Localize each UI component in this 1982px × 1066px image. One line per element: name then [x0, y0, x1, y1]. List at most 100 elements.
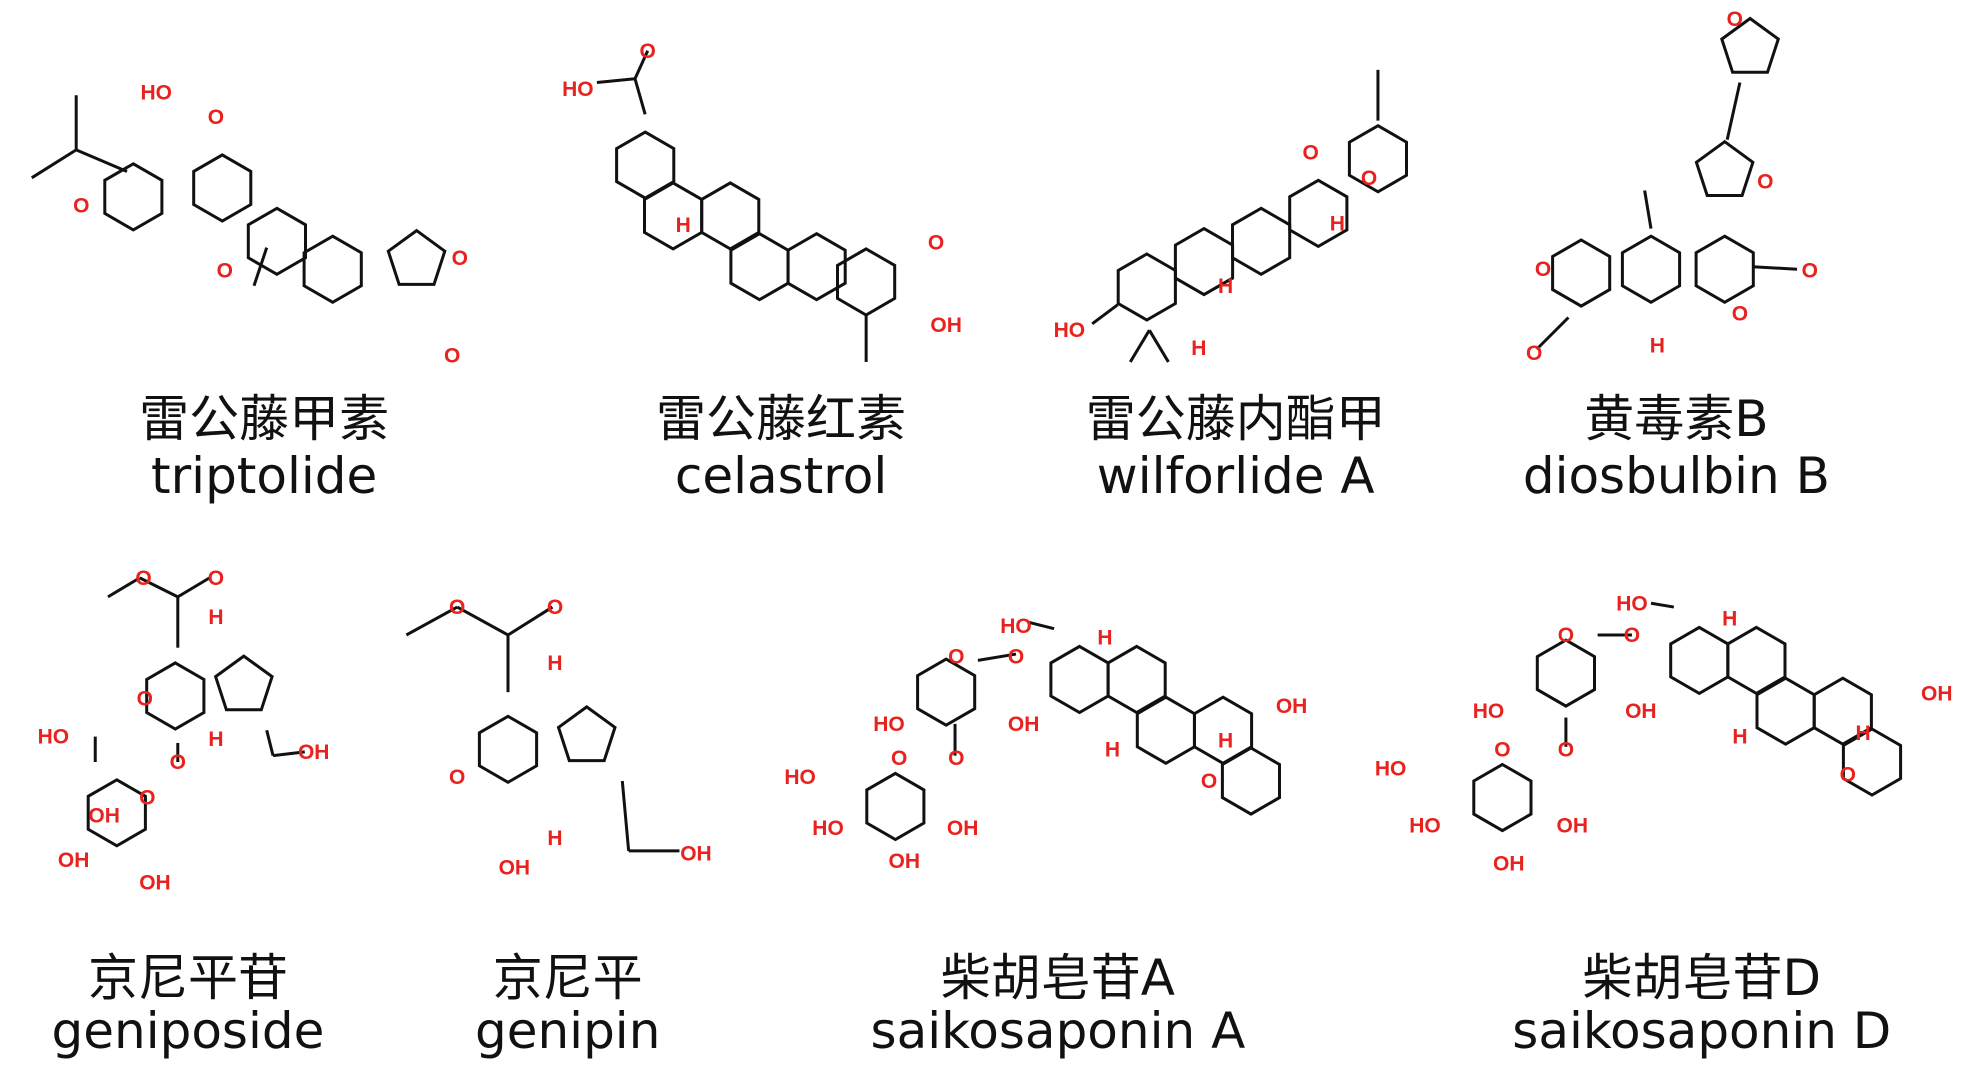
atom-label: OH: [139, 872, 171, 895]
bond-line: [252, 247, 269, 287]
atom-label: O: [891, 747, 907, 770]
atom-label: O: [444, 345, 460, 368]
atom-label: H: [547, 652, 562, 675]
ring-bond: [1116, 252, 1177, 322]
atom-label: OH: [1557, 815, 1589, 838]
atom-label: OH: [1008, 713, 1040, 736]
compound-name-chinese: 雷公藤甲素: [139, 390, 390, 449]
atom-label: HO: [1000, 615, 1032, 638]
compound-name-chinese: 柴胡皂苷D: [1582, 948, 1822, 1007]
ring-bond: [145, 661, 206, 731]
compound-name-english: celastrol: [674, 447, 888, 506]
pentagon-ring-bond: [1694, 139, 1755, 197]
atom-label: O: [449, 596, 465, 619]
atom-label: OH: [680, 842, 712, 865]
bond-line: [272, 750, 305, 758]
compound-name-english: saikosaponin A: [870, 1002, 1246, 1061]
atom-label: O: [139, 787, 155, 810]
atom-label: O: [1558, 624, 1574, 647]
ring-bond: [1755, 676, 1816, 746]
bond-line: [1650, 601, 1675, 609]
atom-label: HO: [562, 78, 594, 101]
bond-line: [977, 652, 1017, 662]
atom-label: O: [928, 232, 944, 255]
ring-bond: [477, 714, 539, 785]
atom-label: HO: [1054, 319, 1086, 342]
atom-label: O: [1201, 770, 1217, 793]
compound-name-english: saikosaponin D: [1512, 1002, 1892, 1061]
compound-name-chinese: 京尼平: [492, 948, 643, 1007]
atom-label: OH: [1625, 700, 1657, 723]
bond-line: [596, 77, 636, 85]
compound-name-chinese: 柴胡皂苷A: [940, 948, 1176, 1007]
bond-line: [633, 50, 650, 80]
bond-line: [1148, 329, 1170, 363]
bond-line: [1028, 620, 1055, 631]
ring-bond: [786, 231, 847, 302]
atom-label: O: [948, 747, 964, 770]
bond-line: [1752, 265, 1798, 271]
ring-bond: [103, 162, 164, 232]
atom-label: OH: [947, 817, 979, 840]
ring-bond: [916, 657, 977, 727]
ring-bond: [1694, 234, 1755, 305]
bond-line: [1129, 329, 1151, 363]
atom-label: H: [1105, 738, 1120, 761]
ring-bond: [1220, 746, 1281, 816]
atom-label: O: [1802, 260, 1818, 283]
bond-line: [1091, 303, 1119, 326]
atom-label: HO: [812, 817, 844, 840]
atom-label: OH: [888, 850, 920, 873]
atom-label: HO: [1473, 700, 1505, 723]
atom-label: O: [1302, 141, 1318, 164]
ring-bond: [1347, 123, 1408, 194]
atom-label: O: [137, 688, 153, 711]
compound-name-chinese: 京尼平苷: [87, 948, 288, 1007]
atom-label: OH: [1276, 695, 1308, 718]
atom-label: H: [1330, 213, 1345, 236]
atom-label: OH: [930, 314, 962, 337]
pentagon-ring-bond: [556, 705, 617, 763]
compound-name-english: genipin: [474, 1002, 661, 1061]
atom-label: OH: [499, 856, 531, 879]
ring-bond: [1231, 206, 1292, 277]
atom-label: H: [1097, 627, 1112, 650]
atom-label: H: [1218, 729, 1233, 752]
atom-label: H: [208, 606, 223, 629]
atom-label: O: [1624, 624, 1640, 647]
bond-line: [507, 605, 554, 637]
ring-bond: [1049, 644, 1110, 715]
bond-line: [177, 576, 211, 599]
atom-label: O: [1008, 646, 1024, 669]
atom-label: O: [547, 596, 563, 619]
atom-label: H: [547, 827, 562, 850]
bond-line: [1725, 82, 1742, 141]
atom-label: OH: [1921, 682, 1953, 705]
ring-bond: [1135, 695, 1196, 766]
atom-label: O: [1558, 738, 1574, 761]
atom-label: HO: [38, 726, 70, 749]
atom-label: O: [217, 260, 233, 283]
atom-label: OH: [58, 849, 90, 872]
atom-label: O: [452, 247, 468, 270]
compound-name-chinese: 黄毒素B: [1584, 390, 1769, 449]
compound-name-english: wilforlide A: [1096, 447, 1375, 506]
ring-bond: [1288, 178, 1349, 249]
ring-bond: [643, 181, 704, 251]
ring-bond: [1551, 238, 1612, 308]
atom-label: HO: [784, 766, 816, 789]
bond-line: [265, 729, 275, 757]
atom-label: H: [1722, 607, 1737, 630]
compound-name-chinese: 雷公藤红素: [656, 390, 907, 449]
atom-label: H: [1732, 726, 1747, 749]
atom-label: O: [1727, 8, 1743, 31]
atom-label: OH: [298, 741, 330, 764]
atom-label: O: [208, 106, 224, 129]
atom-label: O: [1757, 171, 1773, 194]
pentagon-ring-bond: [386, 228, 447, 286]
atom-label: HO: [1375, 757, 1407, 780]
ring-bond: [1620, 234, 1682, 305]
bond-line: [633, 78, 647, 115]
atom-label: O: [135, 567, 151, 590]
